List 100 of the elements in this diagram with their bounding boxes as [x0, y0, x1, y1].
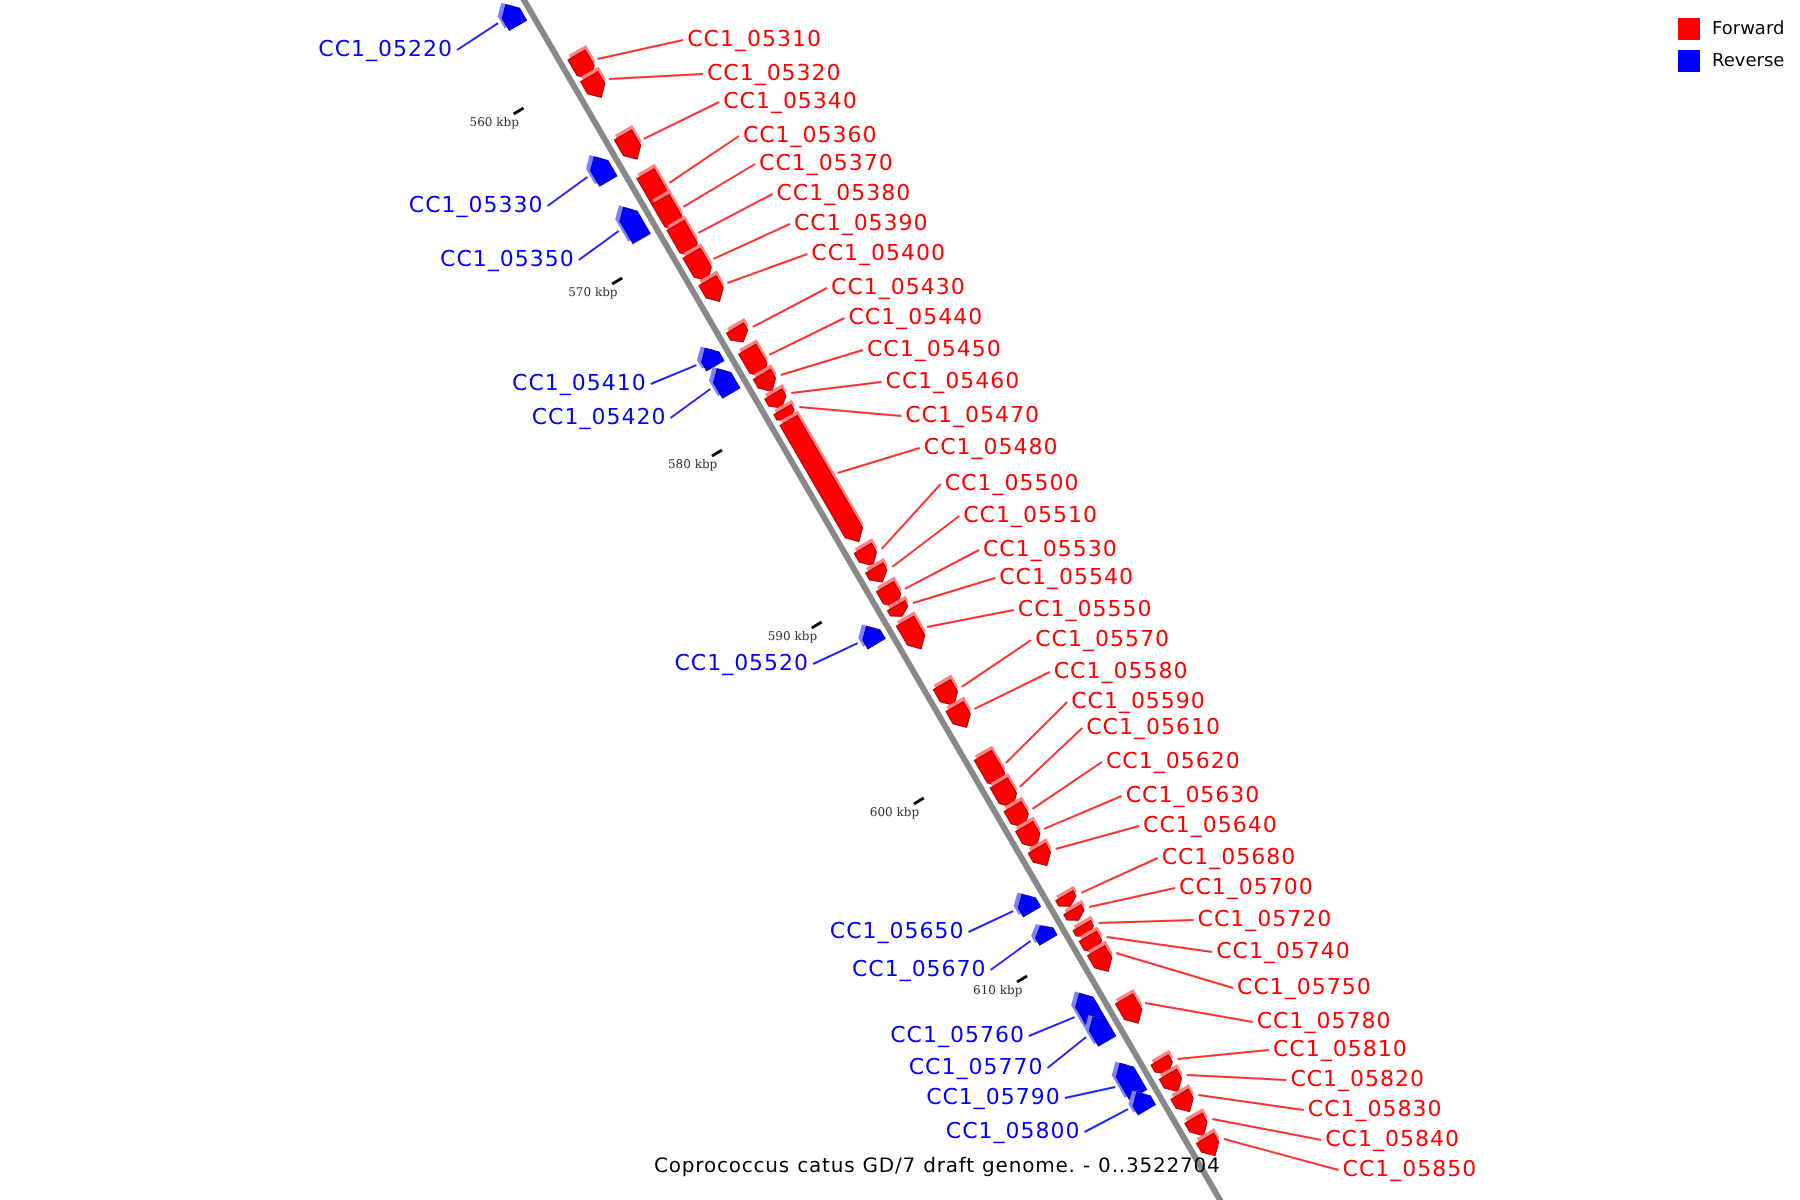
leader-line — [891, 515, 961, 568]
gene-feature — [1184, 1108, 1208, 1137]
gene-label: CC1_05570 — [1035, 626, 1170, 652]
leader-line — [779, 349, 864, 376]
gene-feature — [580, 66, 606, 98]
gene-label: CC1_05580 — [1053, 658, 1189, 684]
gene-feature — [1195, 1128, 1220, 1157]
leader-line — [726, 253, 809, 284]
leader-line — [1097, 919, 1195, 924]
gene-label: CC1_05620 — [1105, 748, 1241, 774]
gene-feature — [725, 318, 749, 343]
gene-label: CC1_05480 — [923, 434, 1059, 460]
gene-feature — [682, 243, 712, 282]
leader-line — [751, 287, 829, 328]
gene-feature — [1128, 1090, 1156, 1116]
gene-label: CC1_05640 — [1143, 812, 1278, 838]
leader-line — [1185, 1073, 1288, 1081]
gene-label: CC1_05500 — [944, 470, 1080, 496]
leader-line — [798, 405, 903, 417]
gene-label: CC1_05540 — [999, 564, 1134, 590]
gene-feature — [1170, 1084, 1194, 1113]
gene-label: CC1_05530 — [983, 536, 1118, 562]
leader-line — [596, 39, 685, 60]
gene-feature — [1055, 885, 1077, 907]
leader-line — [790, 381, 883, 394]
gene-label: CC1_05760 — [890, 1022, 1025, 1048]
gene-label: CC1_05220 — [318, 36, 453, 62]
leader-line — [1080, 857, 1159, 894]
gene-label: CC1_05440 — [848, 304, 984, 330]
gene-label: CC1_05400 — [811, 240, 947, 266]
gene-label: CC1_05330 — [408, 192, 544, 218]
gene-label: CC1_05340 — [723, 88, 858, 114]
gene-label: CC1_05450 — [867, 336, 1002, 362]
leader-line — [768, 317, 846, 356]
gene-feature — [708, 366, 741, 399]
leader-line — [1083, 1108, 1129, 1133]
leader-line — [1211, 1117, 1323, 1141]
leader-line — [973, 671, 1051, 710]
gene-label: CC1_05800 — [945, 1118, 1081, 1144]
leader-line — [546, 176, 589, 207]
leader-line — [1222, 1137, 1340, 1171]
gene-feature — [613, 124, 642, 160]
gene-feature — [497, 2, 528, 31]
gene-feature — [1013, 892, 1042, 918]
leader-line — [1144, 1001, 1254, 1023]
gene-label: CC1_05850 — [1342, 1156, 1478, 1182]
leader-line — [1043, 795, 1123, 830]
leader-line — [577, 230, 620, 261]
gene-feature — [853, 538, 878, 567]
leader-line — [1197, 1093, 1305, 1111]
gene-feature — [1115, 988, 1143, 1024]
leader-line — [925, 609, 1015, 628]
gene-label: CC1_05520 — [674, 650, 810, 676]
gene-label: CC1_05770 — [908, 1054, 1044, 1080]
gene-label: CC1_05750 — [1237, 974, 1372, 1000]
gene-label: CC1_05810 — [1273, 1036, 1408, 1062]
leader-line — [903, 549, 980, 590]
gene-label: CC1_05720 — [1197, 906, 1333, 932]
leader-line — [1018, 727, 1084, 788]
gene-feature — [1084, 1014, 1117, 1047]
gene-label: CC1_05700 — [1179, 874, 1314, 900]
leader-line — [912, 577, 997, 604]
gene-feature — [887, 595, 909, 617]
gene-label: CC1_05430 — [831, 274, 966, 300]
leader-line — [608, 73, 704, 80]
gene-label: CC1_05670 — [851, 956, 987, 982]
leader-line — [697, 193, 774, 234]
gene-feature — [764, 384, 787, 409]
gene-label: CC1_05420 — [531, 404, 667, 430]
gene-label: CC1_05790 — [926, 1084, 1061, 1110]
gene-label: CC1_05630 — [1125, 782, 1261, 808]
leader-line — [1027, 1016, 1076, 1037]
gene-label: CC1_05550 — [1017, 596, 1153, 622]
leader-line — [668, 135, 740, 184]
leader-line — [967, 910, 1015, 933]
gene-feature — [698, 270, 724, 302]
caption: Coprococcus catus GD/7 draft genome. - 0..3522704 — [654, 1156, 1221, 1178]
leader-line — [642, 101, 721, 140]
gene-feature — [989, 772, 1018, 808]
gene-label: CC1_05820 — [1290, 1066, 1426, 1092]
gene-label: CC1_05830 — [1307, 1096, 1443, 1122]
gene-label: CC1_05590 — [1071, 688, 1206, 714]
leader-line — [989, 940, 1032, 971]
gene-label: CC1_05370 — [759, 150, 894, 176]
leader-line — [669, 388, 712, 419]
legend-label: Forward — [1712, 19, 1785, 39]
gene-label: CC1_05680 — [1161, 844, 1297, 870]
leader-line — [880, 483, 942, 550]
gene-label: CC1_05320 — [706, 60, 842, 86]
gene-feature — [1015, 816, 1041, 848]
leader-line — [812, 642, 859, 665]
leader-line — [456, 22, 500, 51]
leader-line — [1176, 1049, 1270, 1060]
gene-label: CC1_05360 — [742, 122, 878, 148]
gene-label: CC1_05470 — [905, 402, 1040, 428]
gene-label: CC1_05840 — [1325, 1126, 1460, 1152]
gene-feature — [865, 558, 888, 583]
gene-feature — [697, 346, 725, 372]
leader-line — [682, 163, 757, 208]
gene-feature — [858, 624, 886, 650]
